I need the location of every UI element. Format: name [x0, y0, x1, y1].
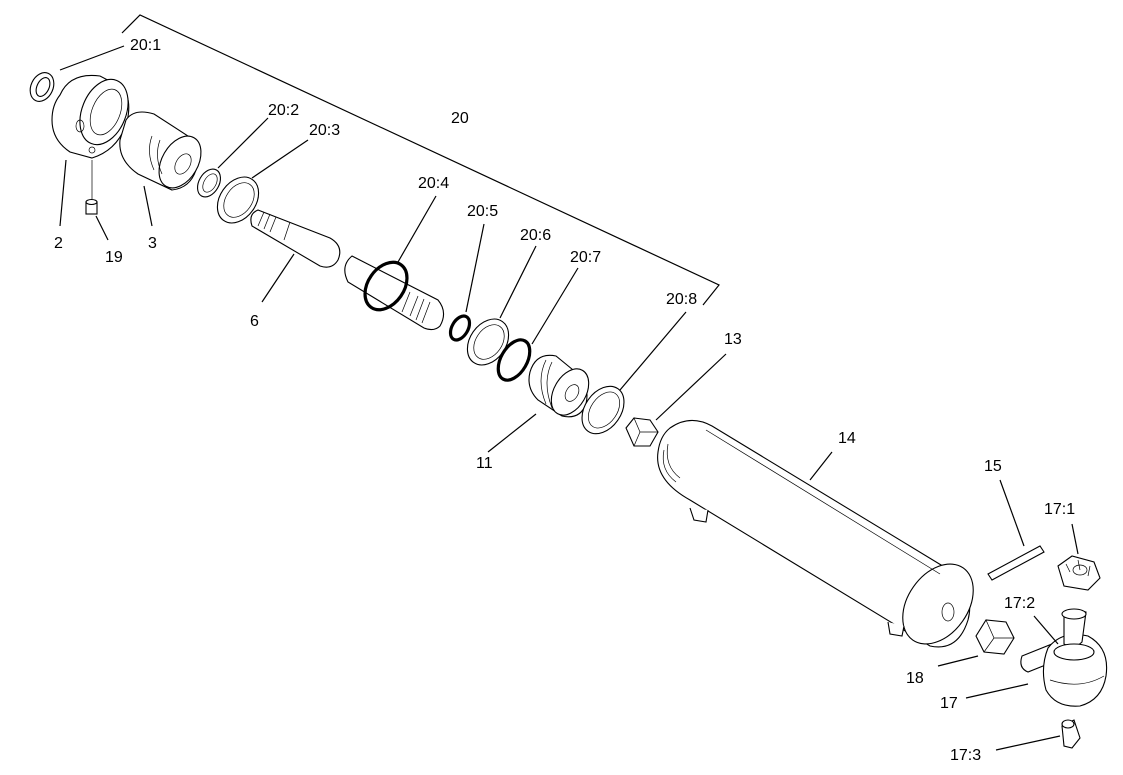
part-14-cylinder-barrel [657, 419, 974, 648]
part-19-set-screw [85, 160, 98, 215]
label-13: 13 [724, 331, 742, 348]
part-3-gland [119, 111, 202, 191]
label-20-6: 20:6 [520, 227, 551, 244]
part-13-nut [625, 417, 659, 447]
part-17-ball-joint [1020, 608, 1108, 707]
part-20-4-rod-segment [344, 255, 445, 331]
part-20-3-ring [216, 176, 260, 224]
label-20-3: 20:3 [309, 122, 340, 139]
leader-lines [59, 45, 1079, 751]
label-20: 20 [451, 110, 469, 127]
label-20-2: 20:2 [268, 102, 299, 119]
label-17: 17 [940, 695, 958, 712]
label-6: 6 [250, 313, 259, 330]
label-19: 19 [105, 249, 123, 266]
label-20-1: 20:1 [130, 37, 161, 54]
part-18-nut [975, 619, 1015, 655]
assembly-20-bracket [121, 14, 720, 306]
part-2-end-cap [51, 74, 130, 159]
part-20-8-ring [581, 385, 625, 435]
label-2: 2 [54, 235, 63, 252]
label-17-2: 17:2 [1004, 595, 1035, 612]
label-15: 15 [984, 458, 1002, 475]
part-6-piston-rod [250, 209, 341, 268]
part-15-pin [987, 545, 1045, 581]
part-11-piston [528, 354, 590, 418]
part-20-6-ring [466, 318, 510, 366]
part-17-1-castle-nut [1057, 555, 1101, 591]
part-20-7-oring [496, 338, 532, 382]
part-20-5-oring [448, 314, 472, 342]
label-17-1: 17:1 [1044, 501, 1075, 518]
label-3: 3 [148, 235, 157, 252]
label-18: 18 [906, 670, 924, 687]
callout-labels: 20:1 20 20:2 20:3 20:4 20:5 20:6 20:7 20… [54, 37, 1075, 764]
label-20-8: 20:8 [666, 291, 697, 308]
label-20-5: 20:5 [467, 203, 498, 220]
label-17-3: 17:3 [950, 747, 981, 764]
part-17-3-grease-nipple [1061, 719, 1081, 749]
label-11: 11 [476, 455, 493, 472]
label-20-4: 20:4 [418, 175, 449, 192]
part-20-2-ring [196, 168, 222, 198]
label-14: 14 [838, 430, 856, 447]
label-20-7: 20:7 [570, 249, 601, 266]
part-20-1-seal [29, 72, 55, 102]
